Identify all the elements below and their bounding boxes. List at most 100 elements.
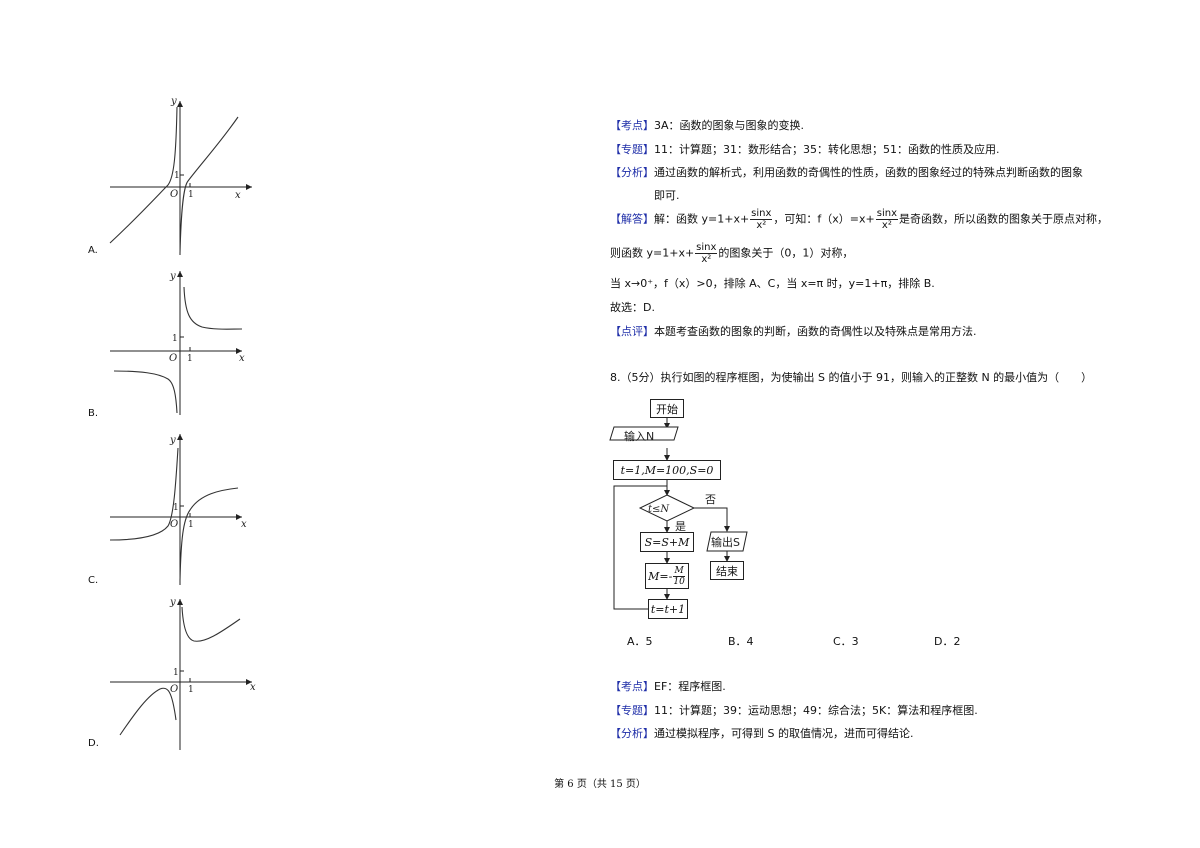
- jieda-mid: ，可知：f（x）=x+: [773, 212, 875, 226]
- q7-line3: 当 x→0⁺，f（x）>0，排除 A、C，当 x=π 时，y=1+π，排除 B.: [610, 277, 935, 290]
- y-label: y: [169, 271, 176, 282]
- option-b: B．4: [728, 635, 754, 648]
- line2-pre: 则函数 y=1+x+: [610, 246, 695, 260]
- frac-num: sinx: [750, 208, 773, 220]
- x-arrow-icon: [236, 514, 242, 520]
- graph-c-letter: C.: [88, 575, 99, 586]
- origin-label: O: [170, 684, 178, 695]
- frac-den: x²: [756, 220, 767, 231]
- graph-b: y x O 1 1: [100, 265, 260, 415]
- zhuanti-text: 11：计算题；39：运动思想；49：综合法；5K：算法和程序框图.: [654, 704, 978, 717]
- q7-fenxi: 【分析】通过函数的解析式，利用函数的奇偶性的性质，函数的图象经过的特殊点判断函数…: [610, 165, 1083, 181]
- m-num: M: [673, 565, 685, 577]
- graph-d-letter: D.: [88, 738, 99, 749]
- page-footer: 第 6 页（共 15 页）: [554, 779, 646, 790]
- q7-fenxi-cont: 即可.: [654, 189, 680, 202]
- line2-post: 的图象关于（0，1）对称，: [718, 246, 854, 260]
- t-update-box: t=t+1: [648, 599, 688, 619]
- y-arrow-icon: [177, 434, 183, 440]
- graph-b-letter: B.: [88, 408, 99, 419]
- dianping-tag: 【点评】: [610, 325, 654, 338]
- origin-label: O: [169, 353, 177, 364]
- init-box: t=1,M=100,S=0: [613, 460, 721, 480]
- zhuanti-tag: 【专题】: [610, 704, 654, 717]
- q7-line4: 故选：D.: [610, 301, 655, 314]
- output-text: 输出S: [711, 535, 740, 549]
- graph-c: y x O 1 1: [100, 430, 260, 585]
- x-one-label: 1: [188, 190, 194, 200]
- y-label: y: [169, 597, 176, 608]
- curve-right-branch: [183, 286, 243, 330]
- fenxi-tag: 【分析】: [610, 166, 654, 179]
- curve-left-branch: [109, 447, 179, 541]
- option-a: A．5: [627, 635, 653, 648]
- kaodian-tag: 【考点】: [610, 119, 654, 132]
- q8-fenxi: 【分析】通过模拟程序，可得到 S 的取值情况，进而可得结论.: [610, 726, 913, 742]
- cond-text: t≤N: [648, 504, 670, 515]
- q7-zhuanti: 【专题】11：计算题；31：数形结合；35：转化思想；51：函数的性质及应用.: [610, 142, 999, 158]
- curve-right-branch: [179, 116, 239, 254]
- x-arrow-icon: [236, 348, 242, 354]
- option-d: D．2: [934, 635, 961, 648]
- x-arrow-icon: [246, 679, 252, 685]
- graph-c-svg: y x O 1 1: [109, 434, 247, 585]
- q8-zhuanti: 【专题】11：计算题；39：运动思想；49：综合法；5K：算法和程序框图.: [610, 703, 978, 719]
- graph-a: y x O 1 1: [100, 95, 260, 255]
- y-label: y: [170, 96, 177, 107]
- graph-d-svg: y x O 1 1: [110, 597, 256, 750]
- fenxi-tag: 【分析】: [610, 727, 654, 740]
- q7-dianping: 【点评】本题考查函数的图象的判断，函数的奇偶性以及特殊点是常用方法.: [610, 324, 977, 340]
- curve-right-branch: [181, 606, 241, 642]
- flowchart: t≤N 否 是 输入N 输出S 开始 t=1,M=100,S=0 S=S+M M…: [600, 395, 800, 625]
- x-label: x: [239, 353, 245, 364]
- kaodian-text: EF：程序框图.: [654, 680, 726, 693]
- s-update-box: S=S+M: [640, 532, 694, 552]
- x-label: x: [235, 190, 241, 201]
- y-one-label: 1: [172, 334, 178, 344]
- input-text: 输入N: [624, 429, 654, 443]
- q8-question: 8.（5分）执行如图的程序框图，为使输出 S 的值小于 91，则输入的正整数 N…: [610, 371, 1093, 384]
- y-one-label: 1: [173, 503, 179, 513]
- graph-a-letter: A.: [88, 245, 98, 256]
- jieda-post: 是奇函数，所以函数的图象关于原点对称，: [899, 212, 1108, 226]
- q7-kaodian: 【考点】3A：函数的图象与图象的变换.: [610, 118, 804, 134]
- y-arrow-icon: [177, 599, 183, 605]
- q8-kaodian: 【考点】EF：程序框图.: [610, 679, 726, 695]
- y-one-label: 1: [173, 668, 179, 678]
- m-update-pre: M=-: [648, 569, 673, 583]
- fenxi-text: 通过函数的解析式，利用函数的奇偶性的性质，函数的图象经过的特殊点判断函数的图象: [654, 166, 1083, 179]
- frac-num: sinx: [695, 242, 718, 254]
- kaodian-text: 3A：函数的图象与图象的变换.: [654, 119, 805, 132]
- origin-label: O: [170, 189, 178, 200]
- m-den: 10: [673, 576, 685, 587]
- jieda-tag: 【解答】: [610, 212, 654, 226]
- x-one-label: 1: [187, 354, 193, 364]
- dianping-text: 本题考查函数的图象的判断，函数的奇偶性以及特殊点是常用方法.: [654, 325, 977, 338]
- start-box: 开始: [650, 399, 684, 418]
- graph-d: y x O 1 1: [100, 595, 260, 750]
- frac-num: sinx: [875, 208, 898, 220]
- y-arrow-icon: [177, 271, 183, 277]
- graph-a-svg: y x O 1 1: [109, 96, 252, 255]
- origin-label: O: [170, 519, 178, 530]
- frac-den: x²: [701, 254, 712, 265]
- end-box: 结束: [710, 561, 744, 580]
- curve-right-branch: [179, 487, 239, 581]
- no-label: 否: [705, 493, 716, 506]
- graph-b-svg: y x O 1 1: [110, 271, 245, 415]
- kaodian-tag: 【考点】: [610, 680, 654, 693]
- flowchart-lines: t≤N 否 是 输入N 输出S: [609, 418, 748, 610]
- curve-left-branch: [119, 687, 177, 736]
- x-label: x: [250, 682, 256, 693]
- option-c: C．3: [833, 635, 859, 648]
- jieda-pre: 解：函数 y=1+x+: [654, 212, 750, 226]
- y-arrow-icon: [177, 101, 183, 107]
- zhuanti-text: 11：计算题；31：数形结合；35：转化思想；51：函数的性质及应用.: [654, 143, 1000, 156]
- zhuanti-tag: 【专题】: [610, 143, 654, 156]
- x-one-label: 1: [188, 520, 194, 530]
